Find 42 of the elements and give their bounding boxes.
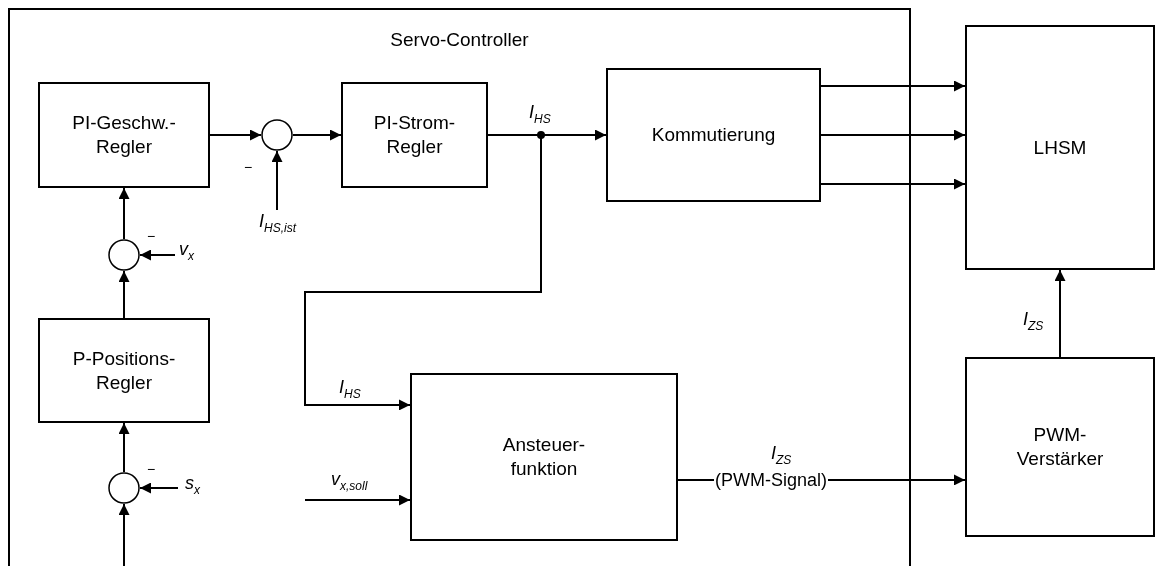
signal-arrow xyxy=(118,422,130,473)
signal-arrow xyxy=(820,80,966,92)
signal-label: I$_{HS}$ xyxy=(528,103,552,126)
minus-sign: − xyxy=(146,462,157,478)
block-box xyxy=(965,357,1155,537)
signal-arrow xyxy=(304,494,411,506)
signal-arrow xyxy=(820,129,966,141)
signal-label: I$_{HS,ist}$ xyxy=(258,212,298,235)
summing-junction-symbol xyxy=(108,239,140,271)
signal-arrow xyxy=(118,270,130,319)
minus-sign: − xyxy=(243,160,254,176)
block-label: LHSM xyxy=(1033,135,1087,160)
block-label: PI-Geschw.-Regler xyxy=(71,111,177,159)
block-label: PI-Strom-Regler xyxy=(372,111,457,159)
block-label: Ansteuer-funktion xyxy=(501,433,587,481)
signal-label: I$_{ZS}$ xyxy=(1022,310,1045,333)
summing-junction-symbol xyxy=(261,119,293,151)
signal-arrow xyxy=(209,129,262,141)
signal-arrow xyxy=(118,187,130,240)
signal-arrow xyxy=(271,150,283,211)
signal-arrow xyxy=(139,482,179,494)
summing-junction-symbol xyxy=(108,472,140,504)
signal-label: I$_{ZS}$ xyxy=(770,444,793,467)
signal-arrow xyxy=(292,129,342,141)
signal-label: (PWM-Signal) xyxy=(714,471,828,491)
block-label: P-Positions-Regler xyxy=(71,346,177,395)
signal-arrow xyxy=(139,249,176,261)
block-box xyxy=(965,25,1155,270)
signal-arrow xyxy=(118,503,130,566)
block-box xyxy=(38,318,210,423)
block-label: PWM-Verstärker xyxy=(1015,423,1105,471)
signal-label: I$_{HS}$ xyxy=(338,378,362,401)
block-box xyxy=(606,68,821,202)
block-box xyxy=(410,373,678,541)
block-label: Kommutierung xyxy=(651,123,776,147)
block-box xyxy=(38,82,210,188)
signal-arrow xyxy=(820,178,966,190)
minus-sign: − xyxy=(146,229,157,245)
block-box xyxy=(341,82,488,188)
signal-arrow xyxy=(304,134,542,411)
group-title: Servo-Controller xyxy=(389,28,530,52)
signal-arrow xyxy=(1054,269,1066,358)
